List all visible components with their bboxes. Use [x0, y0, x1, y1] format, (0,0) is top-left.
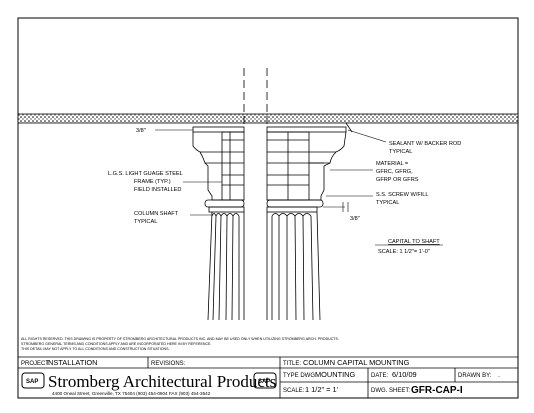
column-shaft-callout: COLUMN SHAFT TYPICAL [134, 211, 179, 225]
right-half-column [266, 122, 353, 321]
leader-lines [155, 129, 443, 246]
company-address: 4400 Oneal Street, Greenville, TX 75404 … [52, 391, 211, 396]
svg-text:TYPICAL: TYPICAL [134, 219, 157, 225]
dwg-sheet-label: DWG. SHEET: [371, 388, 410, 394]
svg-text:L.G.S. LIGHT GUAGE STEEL: L.G.S. LIGHT GUAGE STEEL [108, 171, 183, 177]
title-block [18, 356, 518, 398]
company-logo-right: SAP [253, 372, 277, 389]
svg-text:SAP: SAP [26, 379, 38, 385]
svg-text:STROMBERG GENERAL TERMS AND CO: STROMBERG GENERAL TERMS AND CONDITIONS A… [21, 342, 211, 346]
scale-value: 1 1/2" = 1' [305, 385, 339, 394]
svg-text:TYPICAL: TYPICAL [376, 200, 399, 206]
type-dwg-label: TYPE DWG: [283, 373, 317, 379]
drawn-by-label: DRAWN BY: [458, 373, 492, 379]
svg-text:FIELD INSTALLED: FIELD INSTALLED [134, 187, 181, 193]
svg-text:GFRC, GFRG,: GFRC, GFRG, [376, 169, 413, 175]
company-logo-left: SAP [21, 372, 45, 389]
svg-text:ALL RIGHTS RESERVED. THIS DRAW: ALL RIGHTS RESERVED. THIS DRAWING IS PRO… [21, 337, 339, 341]
svg-text:CAPITAL TO SHAFT: CAPITAL TO SHAFT [388, 239, 440, 245]
disclaimer: ALL RIGHTS RESERVED. THIS DRAWING IS PRO… [21, 337, 339, 351]
svg-text:TYPICAL: TYPICAL [389, 149, 412, 155]
screw-callout: S.S. SCREW W/FILL TYPICAL [376, 192, 429, 206]
svg-text:SCALE: 1 1/2"= 1'-0": SCALE: 1 1/2"= 1'-0" [378, 249, 430, 255]
svg-text:COLUMN SHAFT: COLUMN SHAFT [134, 211, 179, 217]
svg-text:THIS DETAIL MAY NOT APPLY TO A: THIS DETAIL MAY NOT APPLY TO ALL CONDITI… [21, 347, 170, 351]
title-label: TITLE: [283, 361, 301, 367]
detail-title: CAPITAL TO SHAFT SCALE: 1 1/2"= 1'-0" [378, 239, 440, 255]
gap-side-label: 3/8" [350, 216, 360, 222]
svg-text:SEALANT W/ BACKER ROD: SEALANT W/ BACKER ROD [389, 141, 461, 147]
date-value: 6/10/09 [392, 370, 417, 379]
svg-text:GFRP OR GFRS: GFRP OR GFRS [376, 177, 419, 183]
revisions-label: REVISIONS: [151, 361, 186, 367]
company-name: Stromberg Architectural Products [48, 372, 276, 391]
ceiling-slab [17, 113, 519, 124]
project-value: INSTALLATION [46, 358, 97, 367]
svg-text:MATERIAL =: MATERIAL = [376, 161, 408, 167]
sealant-callout: SEALANT W/ BACKER ROD TYPICAL [389, 141, 461, 155]
svg-text:SAP: SAP [258, 379, 270, 385]
dwg-sheet-value: GFR-CAP-I [411, 385, 463, 396]
title-value: COLUMN CAPITAL MOUNTING [303, 358, 410, 367]
drawn-by-value: . [498, 370, 500, 379]
left-half-column [192, 126, 245, 321]
material-callout: MATERIAL = GFRC, GFRG, GFRP OR GFRS [376, 161, 419, 183]
type-dwg-value: MOUNTING [315, 370, 355, 379]
date-label: DATE: [371, 373, 389, 379]
lgs-callout: L.G.S. LIGHT GUAGE STEEL FRAME (TYP.) FI… [108, 171, 183, 193]
sheet-border [17, 17, 519, 399]
centerline [243, 68, 268, 128]
scale-label: SCALE: [283, 388, 305, 394]
gap-top-label: 3/8" [136, 128, 146, 134]
project-label: PROJECT: [21, 361, 50, 367]
svg-text:S.S. SCREW W/FILL: S.S. SCREW W/FILL [376, 192, 429, 198]
svg-text:FRAME (TYP.): FRAME (TYP.) [134, 179, 171, 185]
